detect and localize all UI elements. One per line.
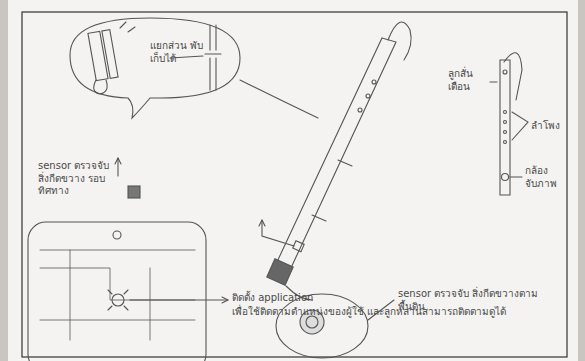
button (372, 80, 376, 84)
small-cane (500, 60, 510, 195)
arrow-head (222, 297, 228, 303)
leader-line (262, 220, 294, 246)
ground-sensor (267, 259, 293, 285)
cane-hook (388, 22, 411, 60)
cane-segment (215, 25, 216, 50)
phone (28, 222, 206, 361)
camera (502, 174, 509, 181)
cane-joint (312, 215, 326, 221)
speaker-hole (504, 141, 507, 144)
magnifier (276, 294, 368, 358)
location-pin (112, 294, 124, 306)
annotation-label: ลำโพง (531, 120, 565, 133)
strap (504, 53, 522, 100)
map (40, 250, 195, 340)
cane-segment (209, 25, 210, 50)
phone-camera (113, 231, 121, 239)
sensor-icon (128, 186, 140, 198)
button (358, 108, 362, 112)
joint (205, 53, 221, 54)
annotation-label: กล้อง จับภาพ (525, 165, 563, 190)
speaker-hole (504, 121, 507, 124)
frame (22, 12, 567, 357)
cane-segment (209, 58, 210, 90)
button (503, 70, 507, 74)
cane-segment (215, 58, 216, 90)
annotation-label: แยกส่วน พับเก็บได้ (150, 40, 206, 65)
sensor-closeup (306, 316, 318, 328)
leader-line (490, 81, 497, 82)
bubble-tail (240, 80, 318, 118)
folded-part (102, 30, 118, 79)
speaker-hole (504, 111, 507, 114)
button (366, 94, 370, 98)
arrow-head (259, 220, 265, 226)
annotation-label: ติดตั้ง application (232, 292, 362, 305)
leader-line (510, 176, 522, 177)
cane-joint (338, 160, 352, 166)
arrow (117, 158, 118, 176)
bracket (512, 112, 528, 140)
leader-line (130, 299, 228, 300)
annotation-label: เพื่อใช้ติดตามตำแหน่งของผู้ใช้ และลูกหลา… (232, 306, 552, 319)
annotation-label: sensor ตรวจจับ สิ่งกีดขวาง รอบทิศทาง (38, 160, 116, 198)
speaker-hole (504, 131, 507, 134)
location-rays (108, 290, 128, 310)
folded-part (88, 31, 108, 80)
motion-marks (120, 22, 135, 32)
cane-body (276, 38, 396, 270)
annotation-label: ลูกสั่นเตือน (448, 68, 490, 93)
arrow-head (115, 158, 121, 164)
speech-bubble (70, 18, 240, 118)
paper (8, 0, 578, 361)
strap (94, 80, 107, 94)
